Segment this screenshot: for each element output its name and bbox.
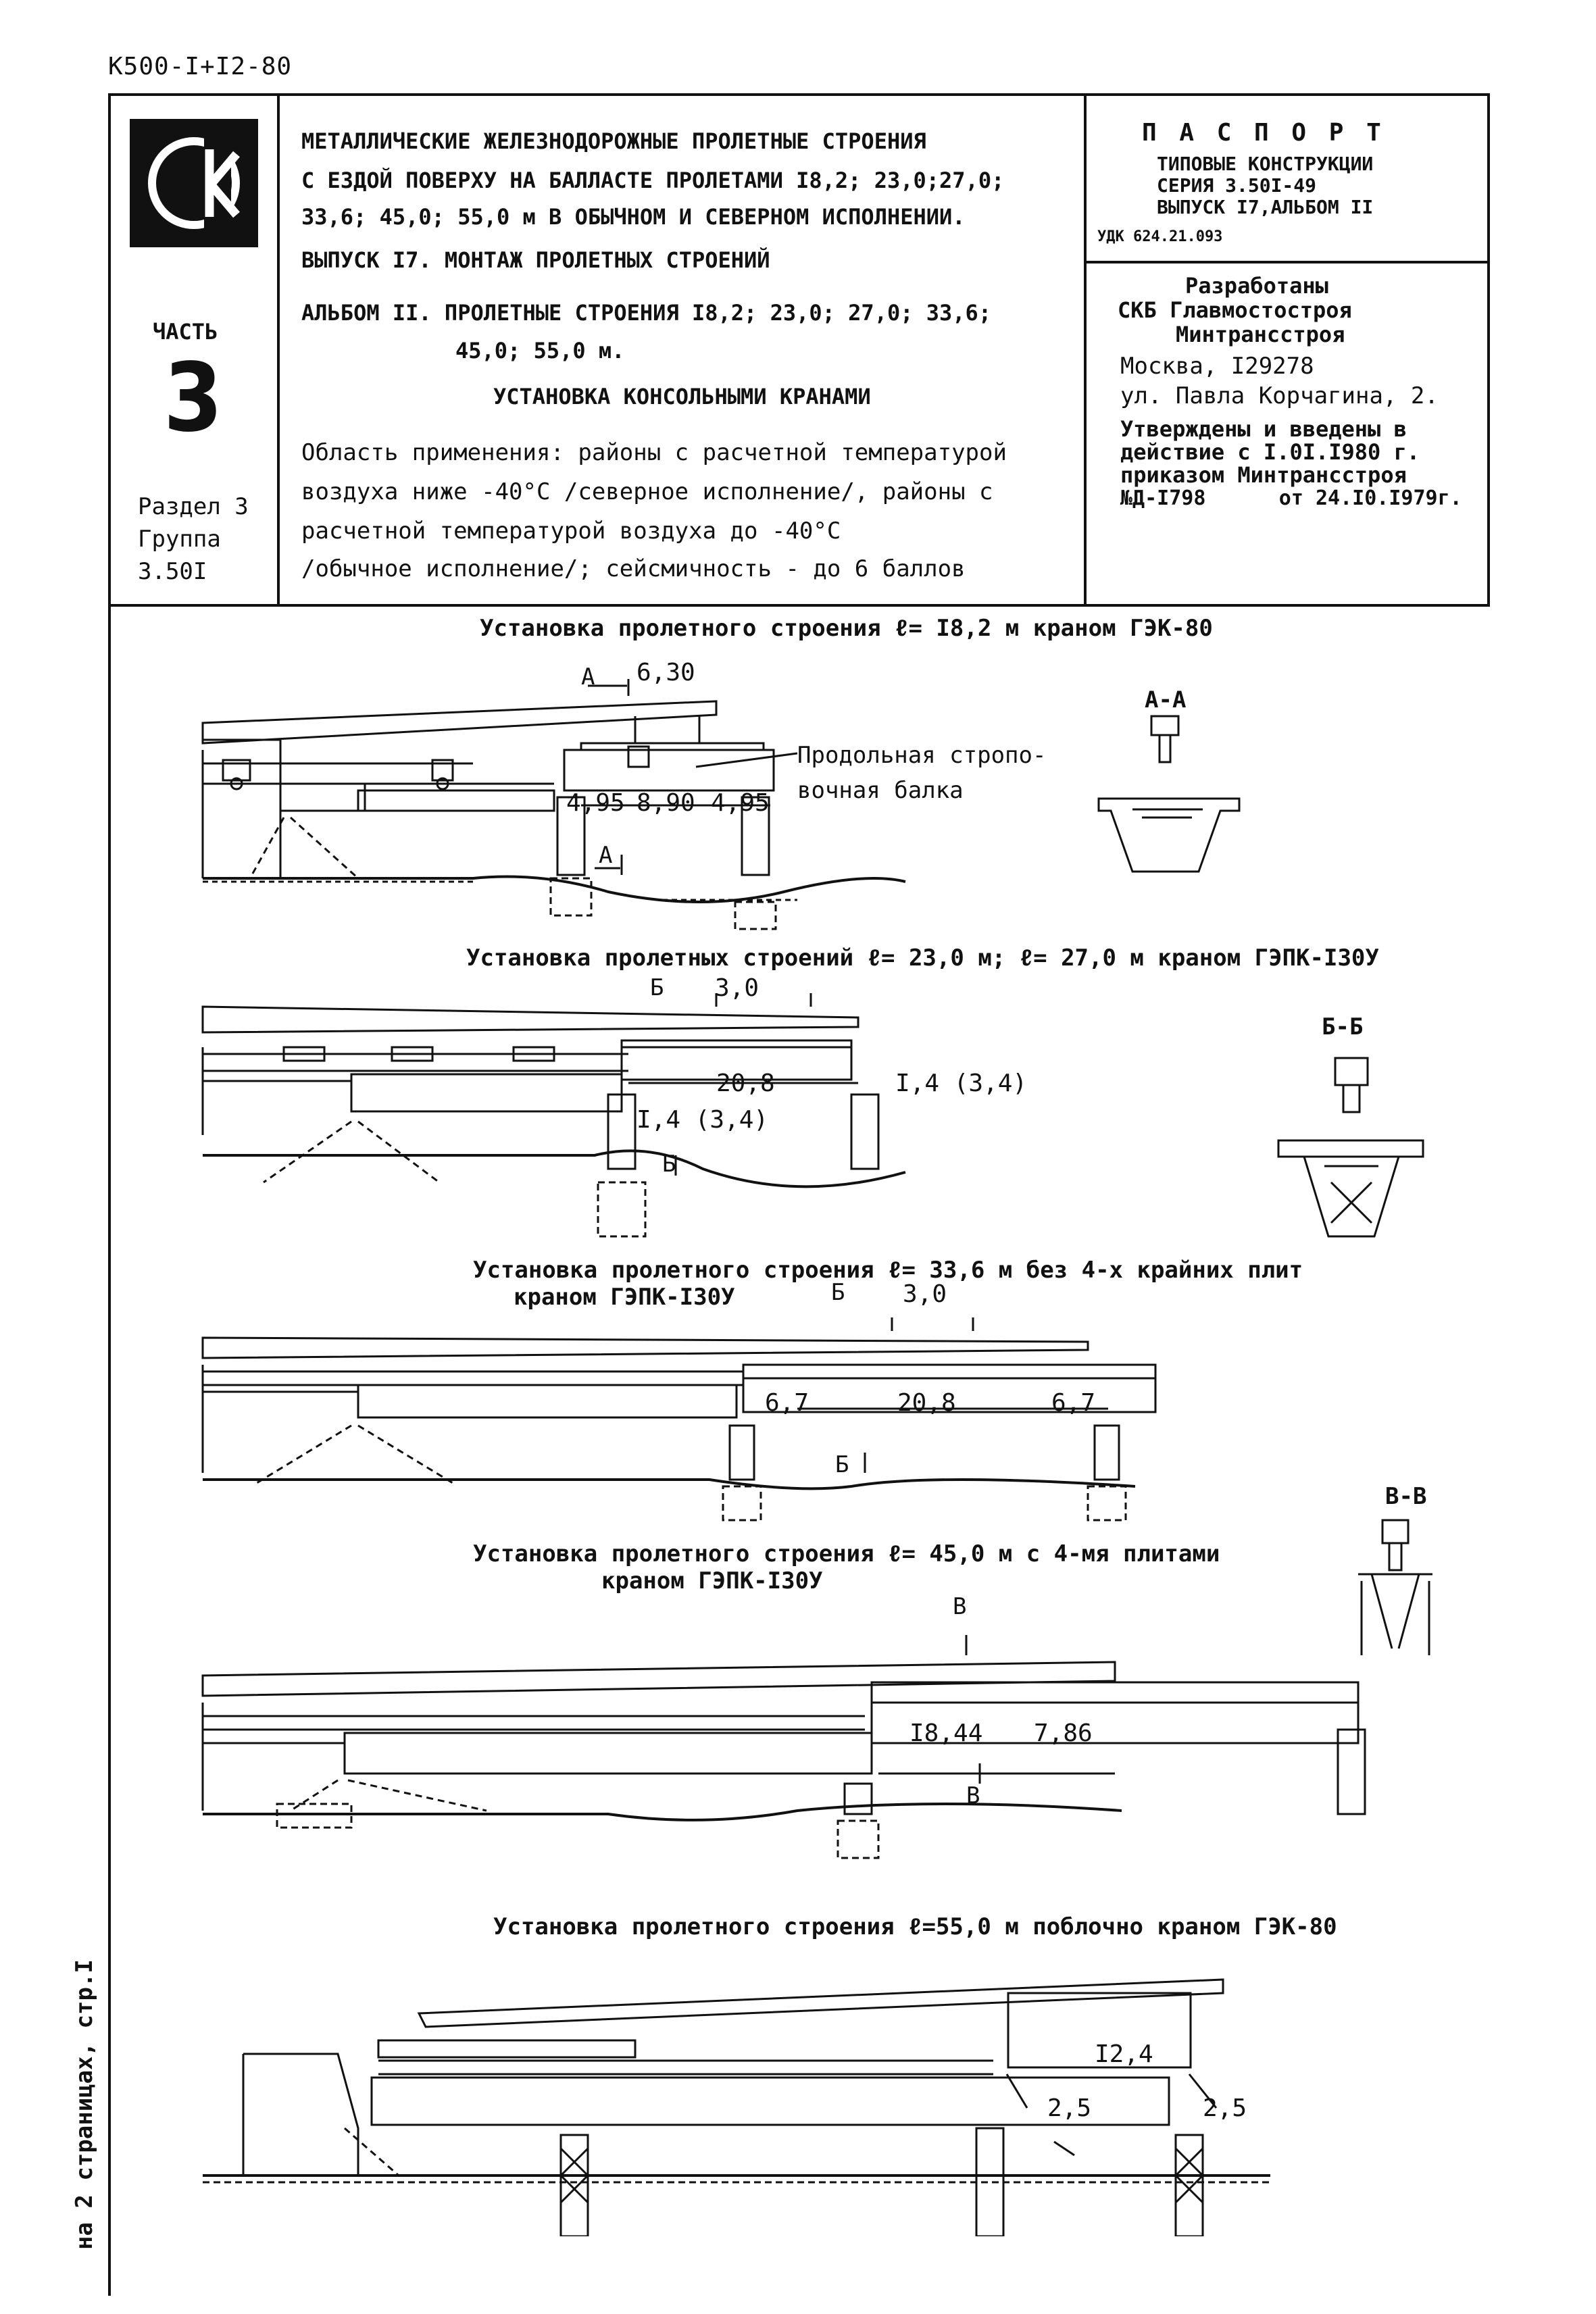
dev-line-2: СКБ Главмостостроя xyxy=(1118,297,1352,323)
dim-3-4: 6,7 xyxy=(1051,1389,1096,1417)
title-line-6: 45,0; 55,0 м. xyxy=(455,338,625,363)
dev-line-5: ул. Павла Корчагина, 2. xyxy=(1120,382,1439,409)
dim-2-4: I,4 (3,4) xyxy=(637,1106,769,1134)
section-title-v: В-В xyxy=(1385,1483,1427,1510)
note-line-2: вочная балка xyxy=(797,777,964,804)
section-label: Раздел 3 xyxy=(138,493,249,520)
dim-3-1: 3,0 xyxy=(903,1280,947,1308)
dim-1-3: 8,90 xyxy=(637,789,695,817)
title-line-2: С ЕЗДОЙ ПОВЕРХУ НА БАЛЛАСТЕ ПРОЛЕТАМИ I8… xyxy=(301,168,1005,193)
note-line-1: Продольная стропо- xyxy=(797,742,1047,769)
title-line-7: УСТАНОВКА КОНСОЛЬНЫМИ КРАНАМИ xyxy=(493,384,871,409)
dev-line-6: Утверждены и введены в xyxy=(1120,416,1407,442)
udk-code: УДК 624.21.093 xyxy=(1097,228,1223,245)
section-mark-v-top: В xyxy=(953,1593,967,1620)
scope-line-3: расчетной температурой воздуха до -40°С xyxy=(301,518,841,545)
section-title-b: Б-Б xyxy=(1322,1013,1364,1040)
drawing-1 xyxy=(201,679,1241,930)
margin-rule xyxy=(108,607,111,2296)
dev-line-1: Разработаны xyxy=(1185,273,1328,299)
drawing-5-caption: Установка пролетного строения ℓ=55,0 м п… xyxy=(493,1913,1337,1940)
dev-line-4: Москва, I29278 xyxy=(1120,353,1314,380)
dim-3-2: 6,7 xyxy=(765,1389,809,1417)
section-mark-v-bottom: В xyxy=(966,1782,980,1809)
dim-5-1: I2,4 xyxy=(1095,2040,1153,2068)
dim-5-2: 2,5 xyxy=(1047,2094,1092,2122)
section-mark-a-top: А xyxy=(581,663,595,690)
scope-line-2: воздуха ниже -40°С /северное исполнение/… xyxy=(301,478,993,505)
dim-3-3: 20,8 xyxy=(897,1389,956,1417)
title-line-3: 33,6; 45,0; 55,0 м В ОБЫЧНОМ И СЕВЕРНОМ … xyxy=(301,204,966,230)
dev-line-3: Минтрансстроя xyxy=(1176,322,1345,347)
title-line-4: ВЫПУСК I7. МОНТАЖ ПРОЛЕТНЫХ СТРОЕНИЙ xyxy=(301,247,770,273)
dim-4-1: I8,44 xyxy=(909,1719,983,1747)
section-mark-b2-top: Б xyxy=(831,1279,845,1306)
dim-5-3: 2,5 xyxy=(1203,2094,1247,2122)
dev-line-7: действие с I.0I.I980 г. xyxy=(1120,439,1420,465)
passport-line-1: ТИПОВЫЕ КОНСТРУКЦИИ xyxy=(1157,153,1374,175)
group-label: Группа xyxy=(138,526,221,553)
section-mark-a-bottom: А xyxy=(599,842,613,869)
part-number: 3 xyxy=(164,343,223,453)
drawing-3-caption-1: Установка пролетного строения ℓ= 33,6 м … xyxy=(473,1257,1303,1284)
organization-logo: СК xyxy=(130,119,258,247)
scope-line-4: /обычное исполнение/; сейсмичность - до … xyxy=(301,555,966,582)
section-mark-b-bottom: Б xyxy=(662,1151,676,1178)
title-block: СК ЧАСТЬ 3 Раздел 3 Группа 3.50I МЕТАЛЛИ… xyxy=(108,93,1490,607)
dev-line-9: №Д-I798 от 24.I0.I979г. xyxy=(1120,486,1462,510)
dim-2-2: 20,8 xyxy=(716,1070,775,1097)
dim-4-2: 7,86 xyxy=(1034,1719,1093,1747)
logo-icon xyxy=(148,132,240,234)
section-title-a: А-А xyxy=(1145,686,1187,713)
passport-line-3: ВЫПУСК I7,АЛЬБОМ II xyxy=(1157,196,1374,218)
drawing-4 xyxy=(201,1519,1432,1859)
drawing-5 xyxy=(203,1978,1270,2236)
dev-line-8: приказом Минтрансстроя xyxy=(1120,462,1407,488)
title-line-5: АЛЬБОМ II. ПРОЛЕТНЫЕ СТРОЕНИЯ I8,2; 23,0… xyxy=(301,300,992,326)
dim-2-3: I,4 (3,4) xyxy=(895,1070,1028,1097)
title-line-1: МЕТАЛЛИЧЕСКИЕ ЖЕЛЕЗНОДОРОЖНЫЕ ПРОЛЕТНЫЕ … xyxy=(301,128,926,154)
group-number: 3.50I xyxy=(138,558,207,585)
drawing-4-caption-2: краном ГЭПК-I30У xyxy=(601,1567,823,1594)
scope-line-1: Область применения: районы с расчетной т… xyxy=(301,439,1007,466)
drawing-3 xyxy=(201,1317,1157,1521)
drawing-2 xyxy=(201,993,1424,1238)
page-count-note: на 2 страницах, стр.I xyxy=(71,1959,98,2250)
passport-line-2: СЕРИЯ 3.50I-49 xyxy=(1157,174,1317,197)
passport-title: П А С П О Р Т xyxy=(1142,119,1385,147)
drawing-1-caption: Установка пролетного строения ℓ= I8,2 м … xyxy=(480,615,1213,642)
drawing-4-caption-1: Установка пролетного строения ℓ= 45,0 м … xyxy=(473,1540,1220,1567)
part-label: ЧАСТЬ xyxy=(153,319,218,345)
section-mark-b2-bottom: Б xyxy=(835,1451,849,1478)
drawing-3-caption-2: краном ГЭПК-I30У xyxy=(514,1284,735,1311)
dim-1-4: 4,95 xyxy=(711,789,770,817)
section-mark-b-top: Б xyxy=(650,974,664,1001)
dim-2-1: 3,0 xyxy=(715,974,759,1002)
dim-1-1: 6,30 xyxy=(637,659,695,686)
dim-1-2: 4,95 xyxy=(566,789,625,817)
document-code: К500-I+I2-80 xyxy=(108,53,293,80)
drawing-2-caption: Установка пролетных строений ℓ= 23,0 м; … xyxy=(466,945,1379,972)
